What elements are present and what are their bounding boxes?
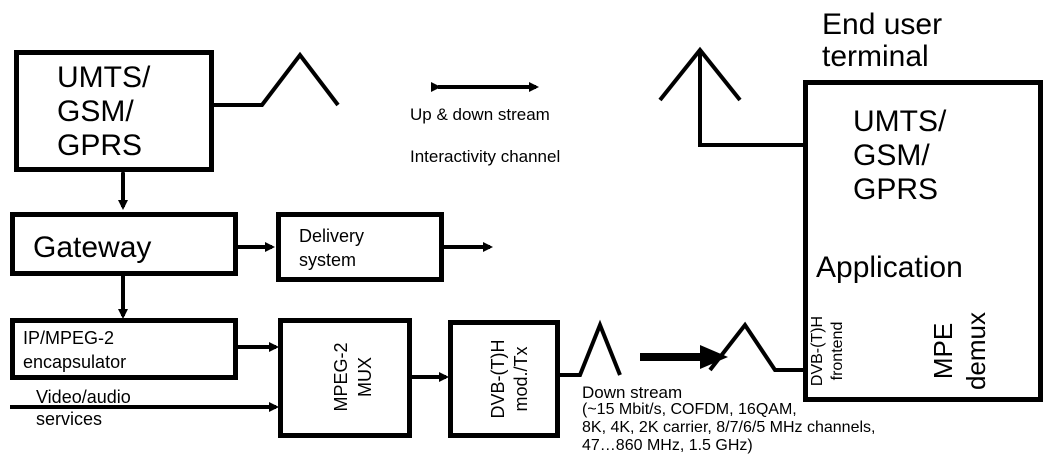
downstream-line4: 47…860 MHz, 1.5 GHz) (582, 437, 753, 454)
mux-line2: MUX (355, 357, 375, 397)
interactivity-label: Interactivity channel (410, 147, 561, 166)
terminal-label-line2: terminal (822, 40, 929, 73)
encapsulator-line1: IP/MPEG-2 (23, 328, 115, 348)
downstream-line1: Down stream (582, 383, 683, 402)
mpe-line2: demux (961, 311, 991, 391)
delivery-system-box: Delivery system (276, 212, 444, 282)
terminal-umts-line2: GSM/ (853, 139, 930, 172)
terminal-umts-line1: UMTS/ (853, 105, 947, 138)
dvb-tx-line2: mod./Tx (511, 346, 531, 412)
mux-line1: MPEG-2 (331, 342, 351, 412)
frontend-line2: frontend (829, 321, 846, 381)
umts-gsm-gprs-box: UMTS/ GSM/ GPRS (14, 50, 214, 172)
downstream-line2: (~15 Mbit/s, COFDM, 16QAM, (582, 401, 797, 418)
terminal-label-line1: End user (822, 8, 943, 41)
dvb-tx-box: DVB-(T)H mod./Tx (448, 320, 560, 438)
dvb-tx-line1: DVB-(T)H (488, 339, 508, 419)
terminal-umts-line3: GPRS (853, 173, 939, 206)
encapsulator-line2: encapsulator (23, 352, 127, 372)
umts-line1: UMTS/ (57, 61, 151, 94)
antenna-terminal-feed (698, 50, 805, 147)
mpe-line1: MPE (928, 322, 958, 380)
antenna-dvb-rx (708, 321, 805, 372)
updown-label: Up & down stream (410, 105, 550, 124)
mpeg2-mux-box: MPEG-2 MUX (278, 318, 412, 438)
encapsulator-box: IP/MPEG-2 encapsulator (10, 318, 238, 380)
gateway-label: Gateway (33, 231, 152, 264)
video-line2: services (36, 409, 103, 429)
downstream-arrowhead (700, 345, 728, 369)
terminal-box: UMTS/ GSM/ GPRS Application DVB-(T)H fro… (803, 80, 1043, 402)
application-label: Application (816, 251, 963, 284)
antenna-dvb-tx (560, 319, 622, 377)
delivery-line2: system (299, 250, 357, 270)
downstream-line3: 8K, 4K, 2K carrier, 8/7/6/5 MHz channels… (582, 419, 876, 436)
umts-line3: GPRS (57, 129, 143, 162)
antenna-left-umts (214, 51, 340, 107)
gateway-box: Gateway (10, 212, 238, 276)
frontend-line1: DVB-(T)H (809, 315, 826, 387)
video-line1: Video/audio (36, 387, 131, 407)
delivery-line1: Delivery (299, 226, 365, 246)
umts-line2: GSM/ (57, 95, 134, 128)
